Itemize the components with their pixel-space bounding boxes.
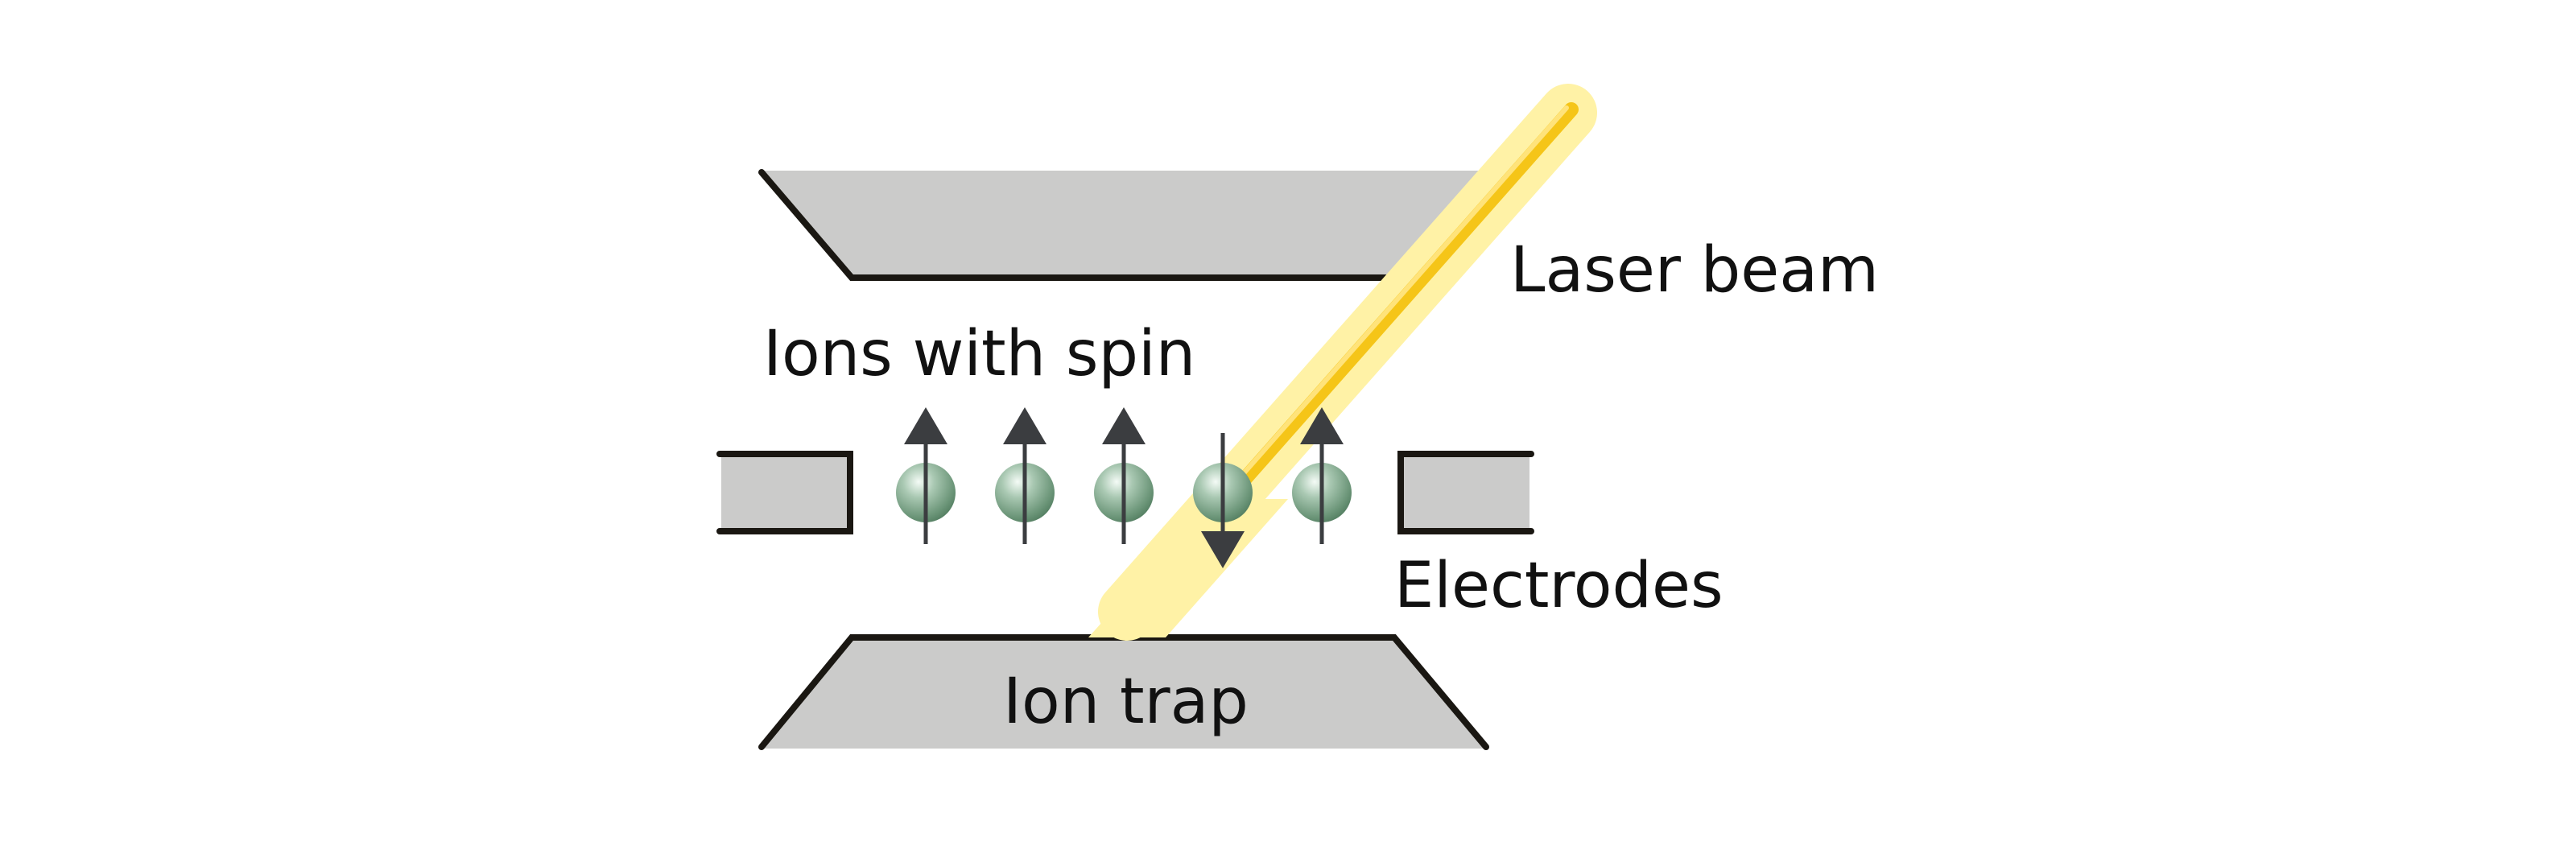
right-side-electrode xyxy=(1397,451,1534,534)
spin-down-arrow-head xyxy=(1201,531,1245,568)
ion-3 xyxy=(1094,407,1154,544)
left-side-electrode xyxy=(716,451,853,534)
ion-4 xyxy=(1193,433,1253,568)
ion-2 xyxy=(995,407,1055,544)
ion-5 xyxy=(1292,407,1352,544)
spin-up-arrow-head xyxy=(1102,407,1146,444)
spin-up-arrow-head xyxy=(1300,407,1344,444)
top-electrode xyxy=(758,169,1489,281)
ion-1 xyxy=(896,407,956,544)
laser-beam-label: Laser beam xyxy=(1510,234,1879,307)
ions-with-spin-label: Ions with spin xyxy=(763,318,1195,390)
laser-beam-core-highlight xyxy=(1236,105,1569,482)
spin-up-arrow-head xyxy=(1003,407,1046,444)
ions-with-spin xyxy=(896,407,1352,568)
spin-up-arrow-head xyxy=(904,407,947,444)
ion-trap-label: Ion trap xyxy=(1003,666,1249,738)
laser-beam-core xyxy=(1234,102,1579,490)
electrodes-label: Electrodes xyxy=(1394,550,1724,622)
